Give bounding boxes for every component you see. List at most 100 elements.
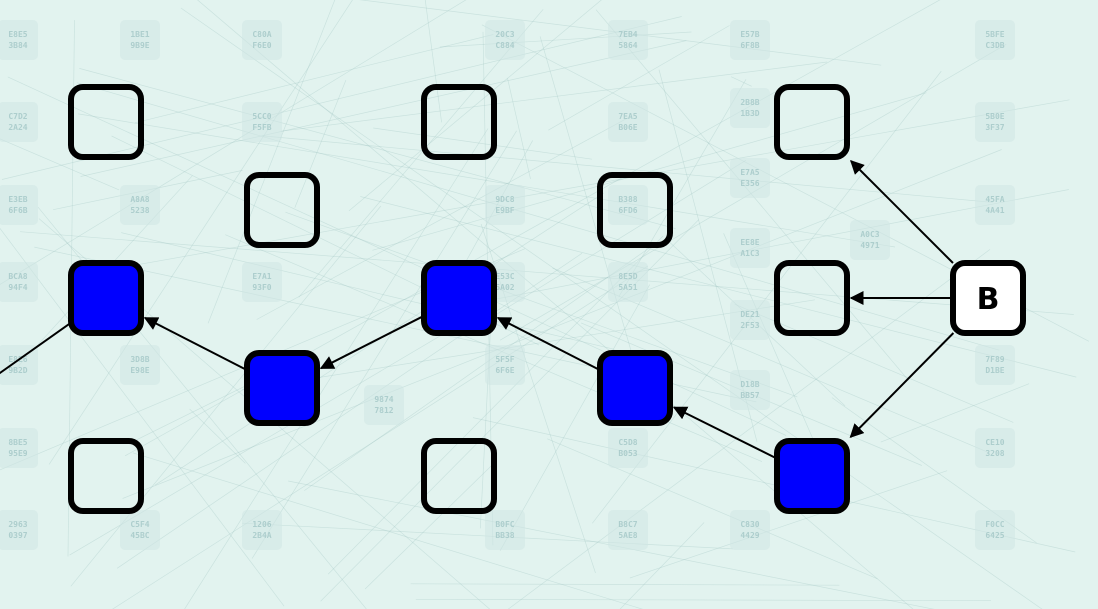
background-tile-text: F5FB: [252, 123, 271, 132]
edge-arrow: [0, 321, 72, 375]
node-filled: [774, 438, 850, 514]
background-line: [507, 249, 991, 609]
background-tile-text: 5CC0: [252, 112, 271, 121]
background-tile-text: 3F37: [985, 123, 1004, 132]
background-line: [619, 522, 705, 609]
background-line: [548, 25, 730, 131]
background-tile-text: 9874: [374, 395, 393, 404]
background-tile-text: C830: [740, 520, 759, 529]
background-line: [373, 127, 593, 160]
background-line: [251, 130, 517, 559]
background-tile-text: 2B4A: [252, 531, 271, 540]
background-tile-text: C80A: [252, 30, 271, 39]
background-tile-text: 1B3D: [740, 109, 759, 118]
background-tile-text: 6F6E: [495, 366, 514, 375]
background-tile-text: 5F5F: [495, 355, 514, 364]
background-line: [547, 438, 878, 580]
background-line: [79, 68, 676, 229]
background-tile-text: 1BE1: [130, 30, 149, 39]
node-empty: [774, 84, 850, 160]
background-tile-text: E3EB: [8, 195, 27, 204]
background-tile-text: 2B8B: [740, 98, 759, 107]
background-tile-text: 6F8B: [740, 41, 759, 50]
background-tile-text: C5D8: [618, 438, 637, 447]
background-line: [424, 0, 442, 123]
background-tile-text: 0397: [8, 531, 27, 540]
background-tile-text: C5F4: [130, 520, 149, 529]
background-tile-text: F6E0: [252, 41, 271, 50]
background-line: [499, 284, 651, 551]
background-tile-text: 2A24: [8, 123, 27, 132]
background-tile: 2B8B 1B3D: [730, 88, 770, 128]
edge-arrow: [496, 317, 601, 371]
background-line: [116, 252, 583, 569]
background-tile: C7D2 2A24: [0, 102, 38, 142]
edge-arrow: [672, 406, 778, 460]
background-line: [364, 462, 495, 590]
background-line: [410, 583, 840, 586]
background-tile-text: 45FA: [985, 195, 1004, 204]
background-tile-text: 5AE8: [618, 531, 637, 540]
background-tile-text: A1C3: [740, 249, 759, 258]
background-line: [122, 149, 1002, 499]
background-line: [304, 245, 653, 491]
background-tile-text: BB57: [740, 391, 759, 400]
node-empty: [421, 84, 497, 160]
background-tile-text: 5A02: [495, 283, 514, 292]
background-tile-text: 1206: [252, 520, 271, 529]
background-tile-text: EE8E: [740, 238, 759, 247]
start-node-label: B: [977, 282, 1000, 317]
background-tile-text: E7A5: [740, 168, 759, 177]
background-tile-text: C7D2: [8, 112, 27, 121]
background-line: [280, 61, 828, 132]
node-filled: [244, 350, 320, 426]
background-tile-text: 5864: [618, 41, 637, 50]
background-line: [189, 408, 246, 464]
background-line: [20, 231, 1074, 315]
background-tile-text: F0CC: [985, 520, 1004, 529]
background-tile-text: B0FC: [495, 520, 514, 529]
background-tile-text: D1BE: [985, 366, 1004, 375]
background-tile-text: 93F0: [252, 283, 271, 292]
background-line: [184, 128, 489, 609]
background-line: [479, 189, 1069, 303]
background-line: [372, 92, 927, 251]
node-empty: [68, 438, 144, 514]
background-line: [327, 235, 664, 575]
background-tile-text: 9B2D: [8, 366, 27, 375]
background-tile-text: 5238: [130, 206, 149, 215]
background-tile-text: 7F89: [985, 355, 1004, 364]
background-line: [629, 470, 948, 579]
background-tile-text: 94F4: [8, 283, 27, 292]
background-tile-text: BCA8: [8, 272, 27, 281]
background-tile-text: CE10: [985, 438, 1004, 447]
background-line: [618, 79, 747, 297]
background-line: [262, 135, 993, 203]
node-empty: [774, 260, 850, 336]
background-line: [415, 598, 992, 602]
edge-arrow: [319, 314, 425, 370]
background-tile: EE8E A1C3: [730, 228, 770, 268]
node-filled: [68, 260, 144, 336]
background-line: [0, 0, 467, 285]
background-tile-text: 8E5D: [618, 272, 637, 281]
